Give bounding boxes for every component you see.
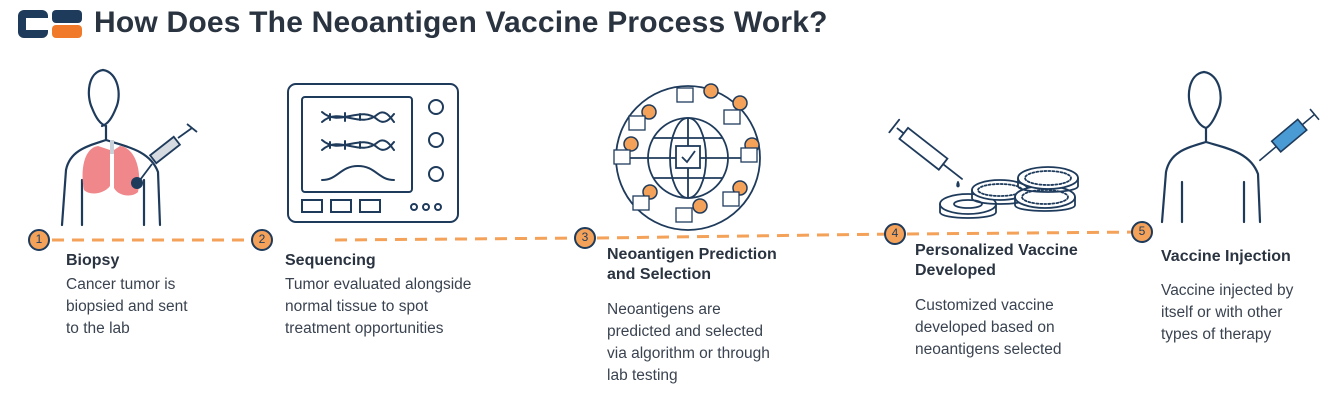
step-5-desc: Vaccine injected by itself or with other… (1161, 282, 1294, 343)
biopsy-person-icon (60, 68, 162, 227)
step-2-title: Sequencing (285, 252, 376, 269)
step-2-desc: Tumor evaluated alongside normal tissue … (285, 276, 472, 337)
company-logo (18, 10, 82, 38)
step-3-desc: Neoantigens are predicted and selected v… (607, 301, 770, 384)
step-4-desc: Customized vaccine developed based on ne… (915, 297, 1062, 358)
timeline (52, 230, 1143, 242)
step-5-marker: 5 (1131, 221, 1153, 243)
step-4-title: Personalized Vaccine Developed (915, 242, 1078, 279)
page-title: How Does The Neoantigen Vaccine Process … (94, 6, 828, 39)
vaccine-syringe-icon (1258, 108, 1320, 162)
network-node-icons (623, 83, 760, 214)
step-3-title: Neoantigen Prediction and Selection (607, 246, 777, 283)
injection-person-icon (1160, 70, 1262, 224)
step-5-title: Vaccine Injection (1161, 248, 1291, 265)
step-4-marker: 4 (884, 223, 906, 245)
sequencer-icon (287, 83, 459, 223)
step-1-desc: Cancer tumor is biopsied and sent to the… (66, 276, 188, 337)
biopsy-syringe-icon (139, 123, 198, 181)
step-3-marker: 3 (574, 227, 596, 249)
step-1-marker: 1 (28, 229, 50, 251)
vaccine-development-icon (888, 118, 1079, 219)
step-1-title: Biopsy (66, 252, 120, 269)
network-table-icons (613, 87, 758, 223)
step-2-marker: 2 (251, 229, 273, 251)
